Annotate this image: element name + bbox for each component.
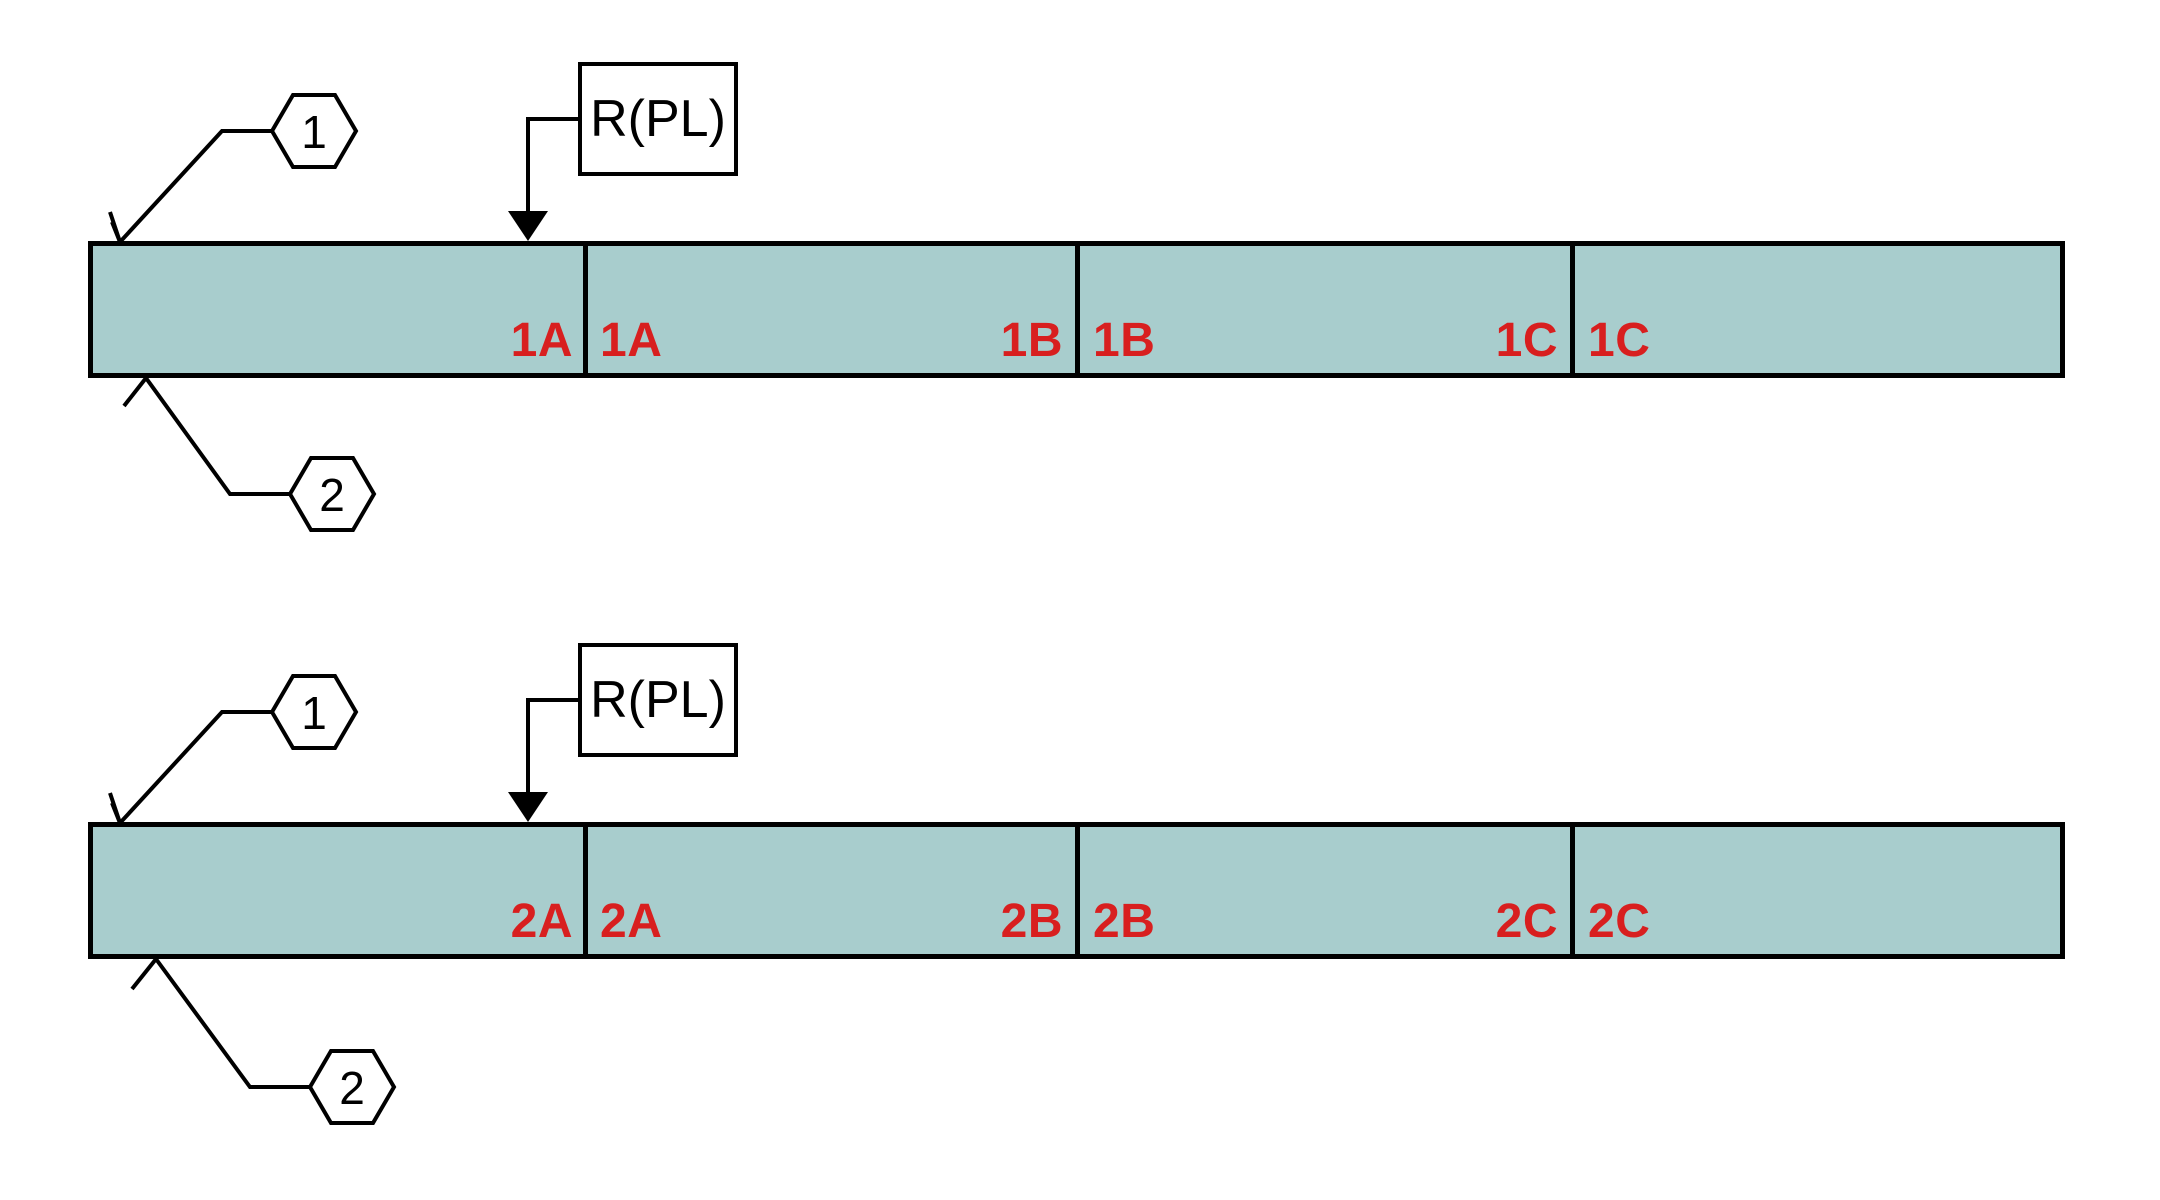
callout-hexagon-2[interactable]: 2 bbox=[287, 455, 377, 533]
callout-hexagon-2[interactable]: 2 bbox=[307, 1048, 397, 1126]
hexagon-shape bbox=[287, 456, 377, 532]
rpl-leader-path-1 bbox=[526, 117, 578, 222]
cell-label-1c-right: 1C bbox=[1495, 314, 1558, 367]
cell-label-2b-left: 2B bbox=[1093, 895, 1156, 948]
segment-divider-3 bbox=[1570, 246, 1575, 373]
callout-number: 2 bbox=[319, 469, 345, 521]
segment-divider-3 bbox=[1570, 827, 1575, 954]
segment-divider-2 bbox=[1075, 246, 1080, 373]
cell-label-2c-left: 2C bbox=[1588, 895, 1651, 948]
hexagon-shape bbox=[269, 674, 359, 750]
callout-2-leader-line bbox=[144, 376, 290, 496]
callout-number: 1 bbox=[301, 106, 327, 158]
callout-number: 2 bbox=[339, 1062, 365, 1114]
segment-divider-2 bbox=[1075, 827, 1080, 954]
cell-label-1b-right: 1B bbox=[1000, 314, 1063, 367]
hexagon-shape bbox=[307, 1049, 397, 1125]
callout-1-leader-line bbox=[118, 129, 272, 244]
callout-1-leader-tick bbox=[108, 792, 122, 824]
cell-label-2c-right: 2C bbox=[1495, 895, 1558, 948]
cell-label-1a-right: 1A bbox=[510, 314, 573, 367]
cell-label-2a-right: 2A bbox=[510, 895, 573, 948]
cell-label-2a-left: 2A bbox=[600, 895, 663, 948]
callout-1-leader-line bbox=[118, 710, 272, 825]
segment-divider-1 bbox=[583, 246, 588, 373]
callout-1-leader-tick-2 bbox=[110, 221, 122, 243]
rpl-triangle-marker-1 bbox=[508, 211, 548, 241]
callout-2-leader-line bbox=[154, 957, 310, 1089]
callout-1-leader-tick bbox=[108, 211, 122, 243]
cell-label-1a-left: 1A bbox=[600, 314, 663, 367]
segment-divider-1 bbox=[583, 827, 588, 954]
cell-label-2b-right: 2B bbox=[1000, 895, 1063, 948]
assembly-group-2: 1 2 R(PL) 2A 2A 2B 2B 2C 2C bbox=[0, 581, 2160, 1141]
segmented-bar-1[interactable]: 1A 1A 1B 1B 1C 1C bbox=[88, 241, 2065, 378]
rpl-annotation-box-1[interactable]: R(PL) bbox=[578, 62, 738, 176]
rpl-annotation-box-2[interactable]: R(PL) bbox=[578, 643, 738, 757]
assembly-group-1: 1 2 R(PL) 1A 1A 1B 1B 1C 1C bbox=[0, 0, 2160, 560]
callout-2-leader-tick bbox=[122, 376, 148, 408]
callout-number: 1 bbox=[301, 687, 327, 739]
hexagon-shape bbox=[269, 93, 359, 169]
callout-hexagon-1[interactable]: 1 bbox=[269, 673, 359, 751]
callout-2-leader-tick bbox=[130, 957, 158, 991]
callout-1-leader-tick-2 bbox=[110, 802, 122, 824]
cell-label-1c-left: 1C bbox=[1588, 314, 1651, 367]
callout-hexagon-1[interactable]: 1 bbox=[269, 92, 359, 170]
segmented-bar-2[interactable]: 2A 2A 2B 2B 2C 2C bbox=[88, 822, 2065, 959]
rpl-triangle-marker-2 bbox=[508, 792, 548, 822]
cell-label-1b-left: 1B bbox=[1093, 314, 1156, 367]
rpl-leader-path-2 bbox=[526, 698, 578, 803]
